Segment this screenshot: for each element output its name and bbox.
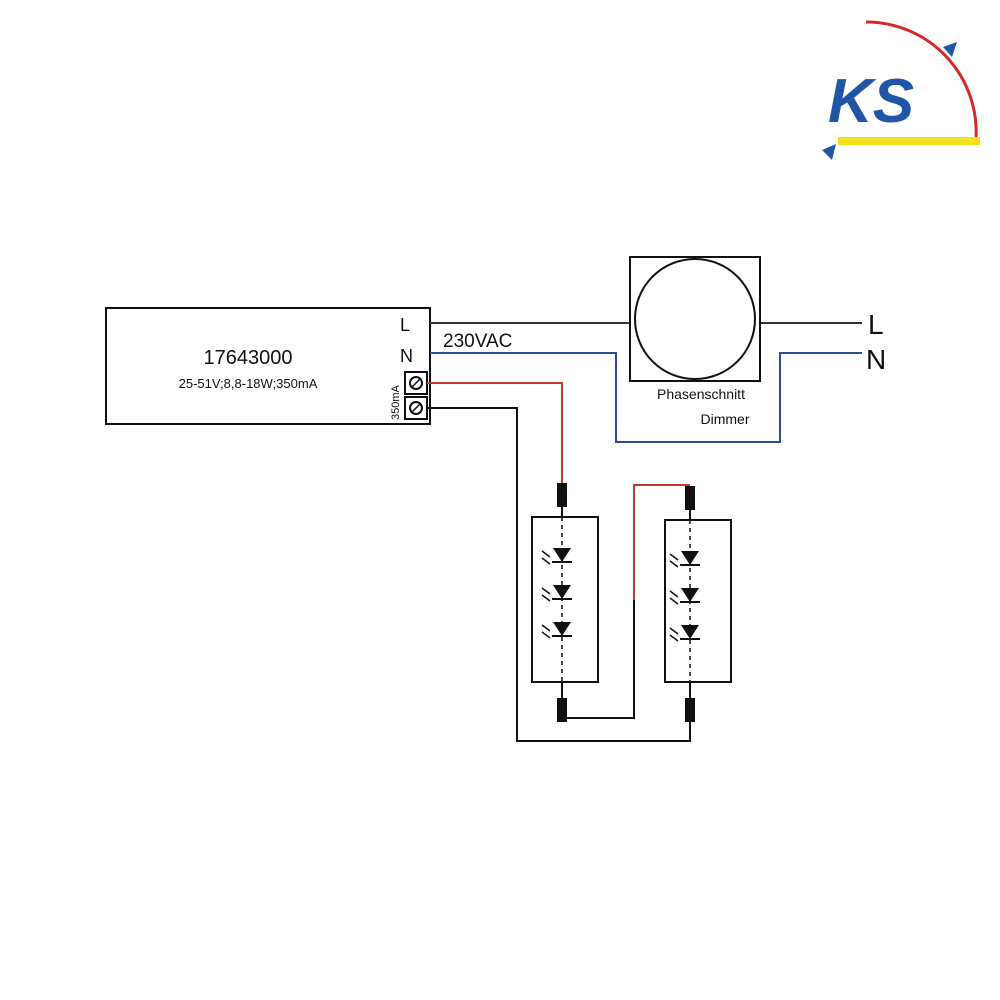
connector-bottom-icon (557, 698, 567, 722)
logo-text: KS (828, 67, 914, 136)
led-diode-icon (541, 548, 572, 565)
led-modules (531, 483, 732, 722)
driver-article-number: 17643000 (204, 347, 293, 369)
terminal-screw-plus-icon (409, 376, 423, 390)
dimmer-knob-icon (634, 258, 756, 380)
light-ray (541, 594, 551, 602)
driver-terminal-l: L (400, 315, 410, 335)
light-ray (669, 560, 679, 568)
light-ray (669, 627, 679, 635)
mains-n-label: N (866, 344, 886, 375)
wire-positive-to-module-1 (427, 382, 563, 487)
led-diode-icon (541, 585, 572, 602)
terminal-screw-plus-slot (411, 378, 421, 388)
ks-logo: KS (822, 20, 980, 160)
diode-triangle (553, 585, 571, 599)
mains-wiring: 230VAC L N (430, 309, 886, 443)
light-ray (541, 587, 551, 595)
terminal-screw-minus-icon (409, 401, 423, 415)
driver-specs: 25-51V;8,8-18W;350mA (179, 376, 318, 391)
led-diode-icon (669, 625, 700, 642)
wire-module-link-black (562, 600, 635, 719)
light-ray (669, 634, 679, 642)
led-driver: 17643000 25-51V;8,8-18W;350mA L N 350mA (105, 307, 431, 425)
light-ray (669, 553, 679, 561)
wire-module-link-red (633, 484, 690, 600)
wire-neutral (430, 352, 862, 443)
diode-triangle (553, 548, 571, 562)
diode-triangle (681, 551, 699, 565)
dimmer-label-line1: Phasenschnitt (657, 386, 745, 402)
connector-top-icon (557, 483, 567, 507)
light-ray (541, 624, 551, 632)
terminal-screw-minus-slot (411, 403, 421, 413)
led-module-2 (664, 486, 732, 722)
supply-voltage-label: 230VAC (443, 331, 512, 352)
logo-yellow-bar (838, 137, 980, 145)
light-ray (541, 550, 551, 558)
light-ray (669, 597, 679, 605)
phase-cut-dimmer: Phasenschnitt Dimmer (629, 256, 761, 427)
mains-l-label: L (868, 309, 884, 340)
light-ray (541, 557, 551, 565)
led-diode-icon (541, 622, 572, 639)
logo-blue-arrow-top-icon (943, 42, 957, 57)
output-wiring (427, 382, 691, 742)
driver-box (105, 307, 431, 425)
connector-bottom-icon (685, 698, 695, 722)
diode-triangle (681, 588, 699, 602)
diode-triangle (553, 622, 571, 636)
led-diode-icon (669, 588, 700, 605)
light-ray (669, 590, 679, 598)
led-diode-icon (669, 551, 700, 568)
logo-red-arc (865, 20, 978, 139)
light-ray (541, 631, 551, 639)
connector-top-icon (685, 486, 695, 510)
driver-output-label: 350mA (390, 384, 402, 420)
led-module-1 (531, 483, 599, 722)
diode-triangle (681, 625, 699, 639)
dimmer-label-line2: Dimmer (701, 411, 750, 427)
logo-blue-arrow-bottom-icon (822, 144, 836, 160)
driver-terminal-n: N (400, 346, 413, 366)
wire-negative-return (427, 407, 691, 742)
